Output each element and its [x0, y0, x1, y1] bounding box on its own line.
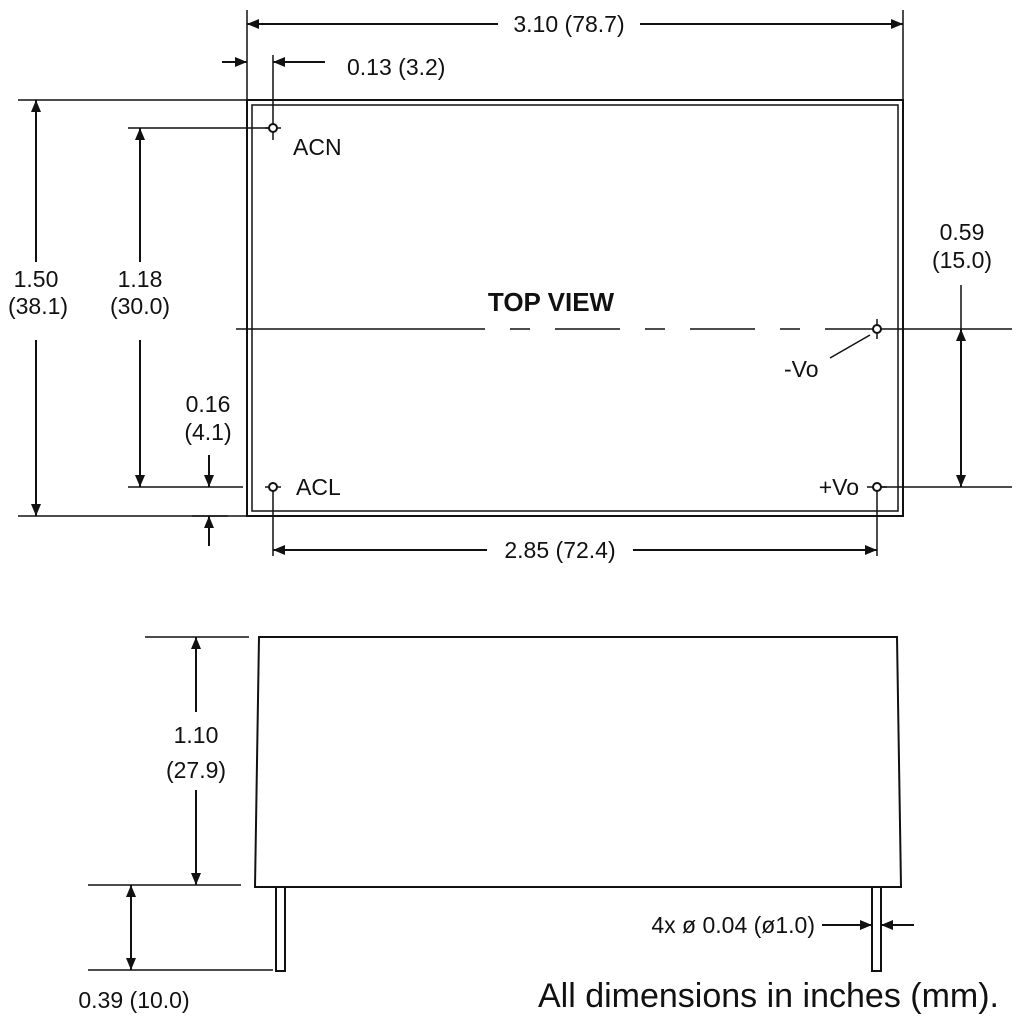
dim-vo-spacing-mm: (15.0): [932, 247, 992, 273]
dim-height-mm: (27.9): [166, 757, 226, 783]
footer-note: All dimensions in inches (mm).: [538, 977, 999, 1015]
pin-label-neg-vo: -Vo: [784, 356, 819, 382]
pin-label-pos-vo: +Vo: [819, 474, 859, 500]
module-outline-top: [246, 99, 904, 517]
module-outline-top-inner: [251, 104, 899, 512]
pin-acl: ACL: [265, 474, 341, 500]
dim-acn-acl-mm: (30.0): [110, 293, 170, 319]
dim-pin-length: 0.39 (10.0): [78, 987, 189, 1013]
dim-pin-row-spacing: 2.85 (72.4): [504, 537, 615, 563]
dim-acn-acl-in: 1.18: [118, 266, 163, 292]
pin-label-acl: ACL: [296, 474, 341, 500]
dim-vo-spacing-in: 0.59: [940, 219, 985, 245]
dim-overall-width-in: 1.50: [14, 266, 59, 292]
module-body-side: [253, 636, 903, 888]
pin-label-acn: ACN: [293, 134, 342, 160]
dim-pin-diameter: 4x ø 0.04 (ø1.0): [651, 912, 815, 938]
side-view: 1.10 (27.9) 0.39 (10.0) 4x ø 0.04 (ø1.0)…: [78, 636, 999, 1015]
dim-overall-length: 3.10 (78.7): [513, 11, 624, 37]
top-view: 3.10 (78.7) 0.13 (3.2) 1.50 (38.1) 1.18 …: [8, 10, 1012, 563]
pin-acn: ACN: [265, 123, 342, 160]
dim-height-in: 1.10: [174, 722, 219, 748]
side-pin-right: [871, 886, 882, 972]
dim-pin-edge-offset: 0.13 (3.2): [347, 54, 445, 80]
pin-neg-vo: -Vo: [784, 319, 882, 382]
dim-overall-width-mm: (38.1): [8, 293, 68, 319]
dim-acl-offset-mm: (4.1): [184, 419, 231, 445]
side-pin-left: [275, 886, 286, 972]
leader-neg-vo: [829, 334, 871, 359]
pin-pos-vo: +Vo: [819, 474, 887, 500]
dim-acl-offset-in: 0.16: [186, 391, 231, 417]
top-view-title: TOP VIEW: [488, 287, 615, 317]
